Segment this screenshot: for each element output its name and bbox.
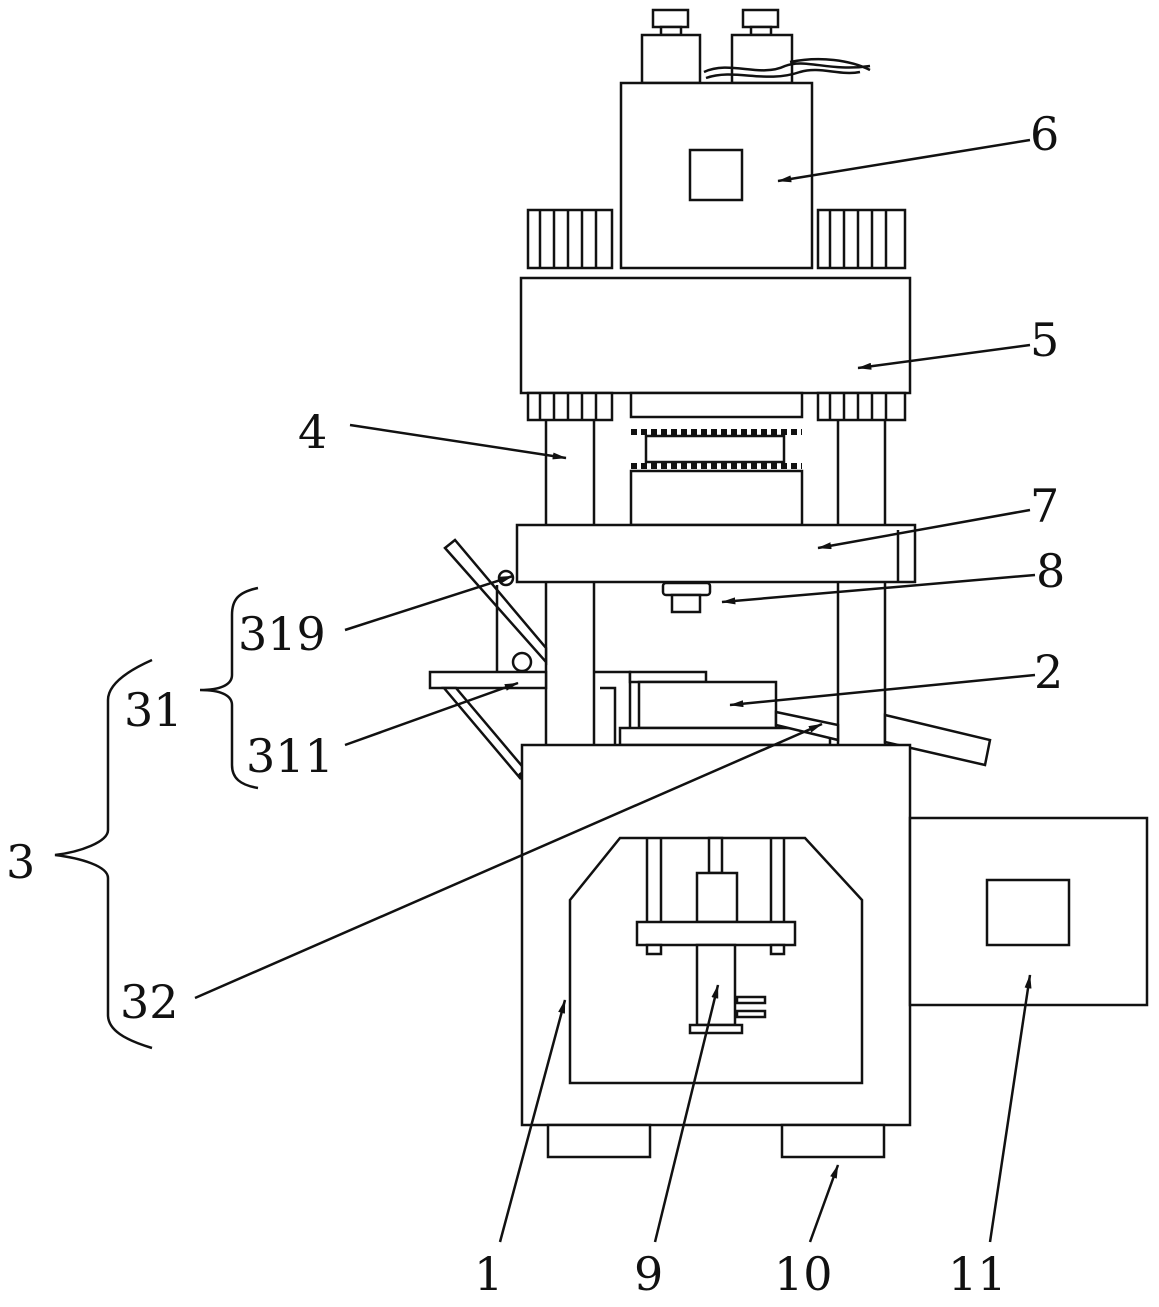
label-319: 319 bbox=[238, 607, 326, 661]
fins-top-right bbox=[818, 210, 905, 268]
top-beam-5 bbox=[521, 278, 910, 393]
label-31: 31 bbox=[124, 683, 183, 737]
label-9: 9 bbox=[634, 1247, 663, 1301]
label-7: 7 bbox=[1030, 479, 1059, 533]
fins-bottom-left bbox=[528, 393, 612, 420]
label-2: 2 bbox=[1034, 645, 1063, 699]
punch-8 bbox=[663, 583, 710, 612]
drive-unit-6 bbox=[621, 83, 812, 268]
label-3: 3 bbox=[6, 835, 35, 889]
label-32: 32 bbox=[120, 975, 179, 1029]
label-8: 8 bbox=[1036, 544, 1065, 598]
feet-10 bbox=[548, 1125, 884, 1157]
feeding-assembly-2 bbox=[594, 672, 830, 745]
label-1: 1 bbox=[474, 1247, 503, 1301]
moving-plate-7 bbox=[517, 525, 915, 582]
label-11: 11 bbox=[948, 1247, 1007, 1301]
top-knob-right bbox=[732, 10, 792, 83]
fins-top-left bbox=[528, 210, 612, 268]
die-set bbox=[631, 393, 802, 525]
label-6: 6 bbox=[1030, 107, 1059, 161]
label-10: 10 bbox=[774, 1247, 833, 1301]
fins-bottom-right bbox=[818, 393, 905, 420]
label-5: 5 bbox=[1030, 313, 1059, 367]
label-311: 311 bbox=[246, 729, 334, 783]
label-4: 4 bbox=[298, 405, 327, 459]
top-knob-left bbox=[642, 10, 700, 83]
